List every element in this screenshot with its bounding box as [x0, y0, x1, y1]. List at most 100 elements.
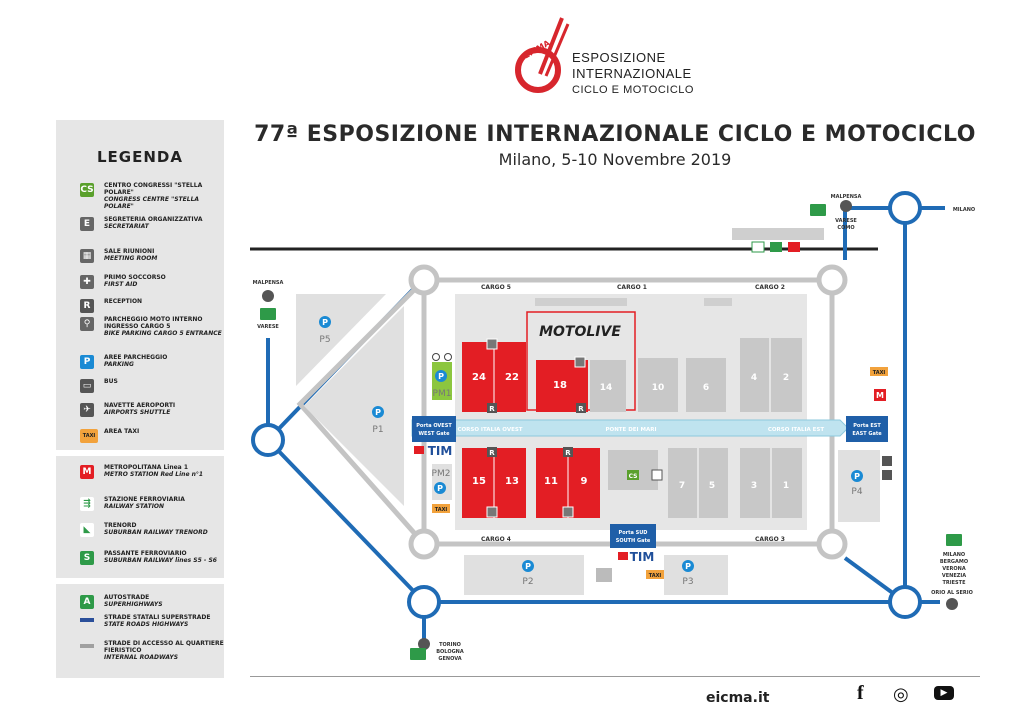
highway-node-west — [251, 423, 285, 457]
taxi-label: TAXI — [873, 370, 886, 376]
destination-label: COMO — [837, 225, 854, 231]
destination-label: MALPENSA — [831, 194, 862, 200]
website-link[interactable]: eicma.it — [706, 690, 770, 706]
reception-label: R — [578, 405, 584, 413]
hall-number: 11 — [544, 476, 558, 487]
legend-label-en: SUBURBAN RAILWAY lines S5 - S6 — [104, 557, 217, 564]
railway-icon: ⇶ — [80, 497, 94, 511]
parking-label-pm1: PM1 — [433, 389, 452, 399]
facebook-icon[interactable]: f — [857, 682, 864, 704]
destination-label: BOLOGNA — [436, 649, 464, 655]
tim-logo-icon — [618, 552, 628, 560]
exhibition-hall — [740, 338, 802, 412]
ring-node-se — [816, 528, 848, 560]
legend-label: RECEPTION — [104, 298, 143, 305]
legend-label: STRADE DI ACCESSO AL QUARTIERE FIERISTIC… — [104, 640, 224, 654]
destination-label: MALPENSA — [253, 280, 284, 286]
legend-label: AUTOSTRADE — [104, 594, 150, 601]
eicma-logo-icon: EICMA — [515, 17, 570, 93]
gate-label-en: WEST Gate — [419, 431, 451, 437]
legend-label-en: INTERNAL ROADWAYS — [104, 654, 179, 661]
page-subtitle: Milano, 5-10 Novembre 2019 — [498, 150, 732, 169]
parking-label-p4: P4 — [851, 487, 862, 497]
legend-label-en: SUBURBAN RAILWAY TRENORD — [104, 529, 208, 536]
bike-parking-icon: ⚲ — [80, 317, 94, 331]
destination-label: VARESE — [835, 218, 857, 224]
cargo-label: CARGO 4 — [481, 536, 511, 543]
parking-icon-glyph: P — [685, 562, 691, 571]
tim-logo-south: TIM — [630, 550, 655, 564]
parking-icon: P — [80, 355, 94, 369]
logo-text: ESPOSIZIONE INTERNAZIONALE CICLO E MOTOC… — [572, 50, 694, 98]
reception-icon — [487, 447, 497, 457]
parking-icon-glyph: P — [525, 562, 531, 571]
cargo-label: CARGO 5 — [481, 284, 511, 291]
parking-icon — [851, 470, 863, 482]
legend-label-en: SECRETARIAT — [104, 223, 149, 230]
parking-icon — [434, 482, 446, 494]
parking-lot-p5 — [296, 294, 386, 386]
congress-centre-icon: CS — [80, 183, 94, 197]
cargo-label: CARGO 3 — [755, 536, 785, 543]
legend-label: SEGRETERIA ORGANIZZATIVA — [104, 216, 203, 223]
meeting-room-icon: ▦ — [80, 249, 94, 263]
parking-label-p3: P3 — [682, 577, 693, 587]
bike-parking-icon — [432, 353, 440, 361]
legend-label: BUS — [104, 378, 118, 385]
station-building — [732, 228, 824, 240]
hall-number: 14 — [600, 383, 613, 393]
hall-number: 15 — [472, 476, 486, 487]
legend-item: ▭BUS — [80, 378, 229, 393]
legend-label: AREA TAXI — [104, 428, 140, 435]
legend-label: CENTRO CONGRESSI "STELLA POLARE" — [104, 182, 203, 196]
suburban-railway-icon: S — [80, 551, 94, 565]
taxi-label: TAXI — [649, 573, 662, 579]
hall-number: 24 — [472, 372, 486, 383]
hall-number: 5 — [709, 481, 715, 491]
parking-icon-glyph: P — [437, 484, 443, 493]
superhighway-icon — [946, 534, 962, 546]
legend-title: LEGENDA — [97, 148, 183, 166]
parking-label-p5: P5 — [319, 335, 330, 345]
hall-number: 18 — [553, 380, 567, 391]
bus-icon — [882, 456, 892, 466]
airport-shuttle-icon: ✈ — [80, 403, 94, 417]
youtube-icon[interactable]: ▶ — [934, 686, 954, 700]
legend-label-en: METRO STATION Red Line n°1 — [104, 471, 204, 478]
legend-label-en: MEETING ROOM — [104, 255, 158, 262]
congress-centre-icon — [627, 470, 639, 480]
footer-divider — [250, 676, 980, 677]
hall-number: 6 — [703, 383, 709, 393]
superhighway-icon: A — [80, 595, 94, 609]
destination-label: MILANO — [943, 552, 965, 558]
railway-icon — [751, 241, 765, 253]
corso-label: CORSO ITALIA EST — [768, 427, 825, 433]
instagram-icon[interactable]: ◎ — [893, 684, 909, 705]
tim-logo-icon — [414, 446, 424, 454]
legend-label: SALE RIUNIONI — [104, 248, 155, 255]
first-aid-icon: ✚ — [80, 275, 94, 289]
destination-label: MILANO — [953, 207, 975, 213]
airport-shuttle-icon — [882, 470, 892, 480]
highway-node-northeast — [888, 191, 922, 225]
destination-label: VARESE — [257, 324, 279, 330]
parking-icon-glyph: P — [375, 408, 381, 417]
taxi-label: TAXI — [435, 507, 448, 513]
direction-arrow-icon — [418, 638, 430, 650]
superhighway-icon — [260, 308, 276, 320]
parking-icon — [682, 560, 694, 572]
parking-lot-p2 — [464, 555, 584, 595]
congress-centre-label: CS — [629, 473, 638, 480]
suburban-railway-icon — [770, 242, 782, 252]
parking-icon-glyph: P — [438, 372, 444, 381]
gate-label: Porta OVEST — [416, 423, 452, 429]
